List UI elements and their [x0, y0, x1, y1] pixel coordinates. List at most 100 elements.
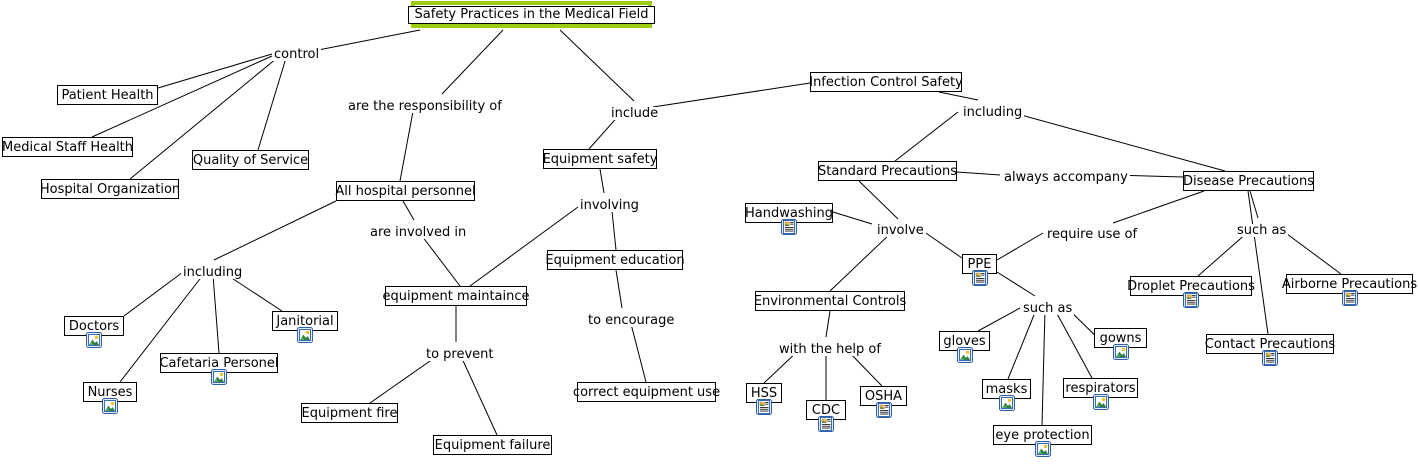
link-phrase-including_hp[interactable]: including — [181, 265, 245, 280]
document-icon[interactable] — [781, 219, 797, 235]
image-icon[interactable] — [86, 332, 102, 348]
concept-node-label: gloves — [943, 333, 986, 349]
map-edge — [418, 231, 461, 287]
concept-node-equip_fire[interactable]: Equipment fire — [301, 403, 398, 423]
map-edge — [1054, 309, 1093, 379]
concept-node-standard_prec[interactable]: Standard Precautions — [818, 161, 957, 181]
concept-node-label: Contact Precautions — [1204, 336, 1336, 352]
concept-node-label: eye protection — [995, 427, 1090, 443]
map-edge — [858, 180, 899, 220]
concept-node-env_controls[interactable]: Environmental Controls — [754, 291, 906, 311]
link-phrase-prevent[interactable]: to prevent — [424, 347, 496, 362]
concept-node-patient_health[interactable]: Patient Health — [57, 85, 158, 105]
concept-node-label: Infection Control Safety — [809, 74, 963, 90]
image-icon[interactable] — [957, 347, 973, 363]
map-edge — [157, 53, 273, 89]
map-edge — [977, 307, 1021, 332]
concept-node-label: Handwashing — [745, 205, 833, 221]
map-edge — [1041, 309, 1046, 426]
concept-node-equip_safety[interactable]: Equipment safety — [543, 149, 657, 169]
map-edge — [919, 228, 963, 259]
image-icon[interactable] — [102, 398, 118, 414]
document-icon[interactable] — [876, 402, 892, 418]
map-edge — [1197, 231, 1249, 277]
link-phrase-involved_in[interactable]: are involved in — [368, 225, 469, 240]
link-phrase-such_as_dp[interactable]: such as — [1235, 223, 1289, 238]
concept-node-equip_failure[interactable]: Equipment failure — [433, 435, 552, 455]
map-edge — [825, 310, 831, 338]
concept-node-correct_use[interactable]: correct equipment use — [573, 382, 720, 402]
map-edge — [629, 319, 647, 383]
concept-node-label: Equipment failure — [434, 437, 551, 453]
link-phrase-require[interactable]: require use of — [1045, 227, 1140, 242]
concept-node-label: equipment maintaince — [382, 288, 530, 304]
concept-node-label: Nurses — [87, 384, 133, 400]
link-phrase-include[interactable]: include — [609, 106, 661, 121]
document-icon[interactable] — [1183, 292, 1199, 308]
concept-node-label: Equipment fire — [301, 405, 398, 421]
map-edge — [441, 29, 504, 95]
link-phrase-accompany[interactable]: always accompany — [1002, 170, 1130, 185]
concept-node-label: PPE — [967, 256, 992, 272]
concept-node-equip_edu[interactable]: Equipment education — [545, 250, 685, 270]
map-edge — [212, 274, 220, 354]
link-phrase-including_ics[interactable]: including — [961, 105, 1025, 120]
link-phrase-involving[interactable]: involving — [578, 198, 641, 213]
link-phrase-responsibility[interactable]: are the responsibility of — [346, 99, 504, 114]
document-icon[interactable] — [756, 399, 772, 415]
map-edge — [1007, 309, 1037, 380]
concept-node-label: Standard Precautions — [818, 163, 957, 179]
image-icon[interactable] — [1113, 344, 1129, 360]
link-phrase-such_as_ppe[interactable]: such as — [1021, 301, 1075, 316]
document-icon[interactable] — [972, 270, 988, 286]
concept-node-label: Droplet Precautions — [1127, 278, 1255, 294]
map-edge — [894, 111, 959, 162]
concept-node-all_personnel[interactable]: All hospital personnel — [335, 181, 476, 201]
concept-node-label: Safety Practices in the Medical Field — [407, 5, 656, 24]
map-edge — [213, 200, 337, 261]
concept-node-label: Patient Health — [61, 87, 154, 103]
map-edge — [1249, 190, 1259, 219]
concept-node-label: gowns — [1099, 330, 1142, 346]
concept-node-label: CDC — [811, 402, 841, 418]
link-phrase-control[interactable]: control — [272, 47, 322, 62]
concept-node-label: respirators — [1065, 380, 1136, 396]
document-icon[interactable] — [1262, 350, 1278, 366]
link-phrase-encourage[interactable]: to encourage — [586, 313, 677, 328]
concept-node-label: Janitorial — [276, 313, 334, 329]
concept-node-label: Doctors — [68, 318, 120, 334]
map-edge — [559, 29, 635, 102]
map-edge — [1009, 111, 1226, 172]
concept-node-label: Airborne Precautions — [1281, 276, 1418, 292]
image-icon[interactable] — [211, 369, 227, 385]
concept-node-root[interactable]: Safety Practices in the Medical Field — [407, 1, 656, 28]
concept-node-staff_health[interactable]: Medical Staff Health — [2, 137, 133, 157]
concept-node-infection[interactable]: Infection Control Safety — [809, 72, 963, 92]
concept-node-label: Quality of Service — [192, 152, 309, 168]
map-edge — [599, 168, 605, 194]
map-edge — [307, 29, 421, 53]
concept-node-equip_maint[interactable]: equipment maintaince — [382, 286, 530, 306]
concept-node-label: Equipment safety — [542, 151, 658, 167]
map-edge — [996, 271, 1036, 297]
link-phrase-help_of[interactable]: with the help of — [777, 342, 883, 357]
concept-node-label: correct equipment use — [572, 384, 721, 400]
map-edge — [615, 269, 623, 309]
link-phrase-involve[interactable]: involve — [875, 223, 926, 238]
concept-node-hospital_org[interactable]: Hospital Organization — [40, 179, 180, 199]
map-edge — [402, 200, 415, 221]
document-icon[interactable] — [818, 416, 834, 432]
map-edge — [996, 232, 1044, 261]
image-icon[interactable] — [999, 395, 1015, 411]
concept-node-label: masks — [985, 381, 1028, 397]
document-icon[interactable] — [1342, 290, 1358, 306]
image-icon[interactable] — [297, 327, 313, 343]
map-edge — [832, 211, 873, 225]
concept-node-disease_prec[interactable]: Disease Precautions — [1183, 171, 1314, 191]
concept-node-quality[interactable]: Quality of Service — [192, 150, 309, 170]
map-edge — [399, 105, 415, 182]
map-edge — [469, 206, 579, 287]
image-icon[interactable] — [1093, 394, 1109, 410]
image-icon[interactable] — [1035, 441, 1051, 457]
